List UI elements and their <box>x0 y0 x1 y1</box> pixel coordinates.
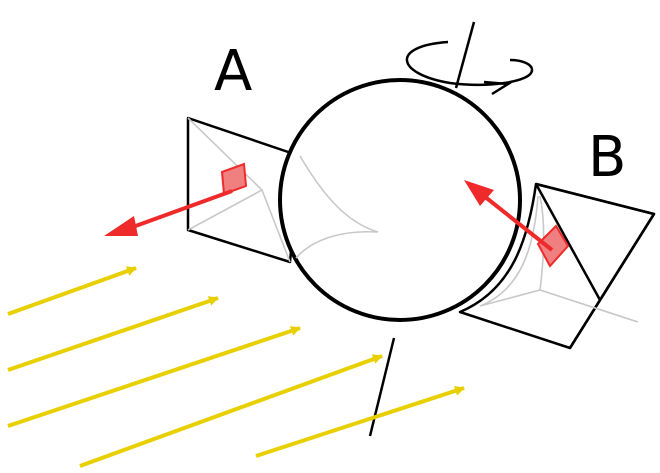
light-ray <box>7 296 219 372</box>
label-b: B <box>588 125 627 190</box>
patch-a <box>220 162 248 196</box>
vector-arrow-a <box>104 189 233 236</box>
panel-a-hidden-lines <box>295 155 379 259</box>
rotation-axis-bottom <box>368 337 396 437</box>
patch-b <box>536 224 570 268</box>
light-ray <box>255 386 465 458</box>
vector-arrow-b <box>464 180 554 252</box>
panel-b <box>458 182 656 350</box>
label-a: A <box>214 39 253 104</box>
light-rays-icon <box>7 266 465 468</box>
sphere-body <box>278 78 522 322</box>
rotation-axis-top <box>454 21 476 89</box>
light-ray <box>7 266 137 316</box>
panel-a <box>186 116 302 264</box>
rotation-arrow-icon <box>405 40 534 96</box>
light-ray <box>79 354 383 468</box>
light-ray <box>7 326 301 428</box>
